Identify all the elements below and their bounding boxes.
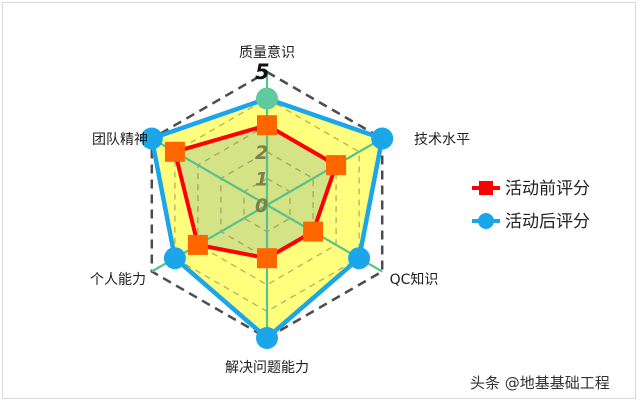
legend: 活动前评分 活动后评分 (472, 179, 590, 232)
legend-label-before: 活动前评分 (505, 179, 590, 199)
point-before-3 (257, 248, 277, 269)
legend-item-after: 活动后评分 (472, 212, 590, 232)
point-before-5 (164, 141, 185, 162)
category-label-4: 个人能力 (90, 272, 146, 288)
category-label-1: 技术水平 (414, 132, 470, 148)
watermark: 头条 @地基基础工程 (470, 374, 610, 392)
tick-label-0: 0 (255, 195, 268, 217)
category-label-3: 解决问题能力 (225, 360, 309, 376)
series-markers (140, 87, 394, 349)
point-after-2 (348, 247, 371, 270)
tick-label-2: 2 (255, 142, 268, 164)
point-after-4 (163, 247, 186, 270)
spoke-1 (266, 137, 383, 206)
point-before-4 (187, 234, 208, 255)
category-label-5: 团队精神 (92, 132, 148, 148)
point-before-2 (303, 221, 324, 242)
point-after-1 (371, 127, 394, 150)
legend-item-before: 活动前评分 (472, 179, 590, 199)
point-after-3 (256, 327, 278, 349)
category-label-0: 质量意识 (239, 44, 295, 61)
point-before-1 (326, 155, 347, 176)
legend-marker-after (478, 213, 494, 229)
legend-label-after: 活动后评分 (505, 212, 590, 232)
tick-label-1: 1 (255, 168, 268, 190)
point-after-5 (140, 127, 163, 150)
legend-marker-before (479, 181, 493, 195)
chart-frame (2, 2, 636, 399)
series-fill-before (174, 125, 337, 259)
tick-label-5: 5 (255, 60, 270, 84)
point-after-0 (256, 87, 278, 110)
point-before-0 (257, 115, 277, 136)
category-label-2: QC知识 (390, 271, 439, 288)
